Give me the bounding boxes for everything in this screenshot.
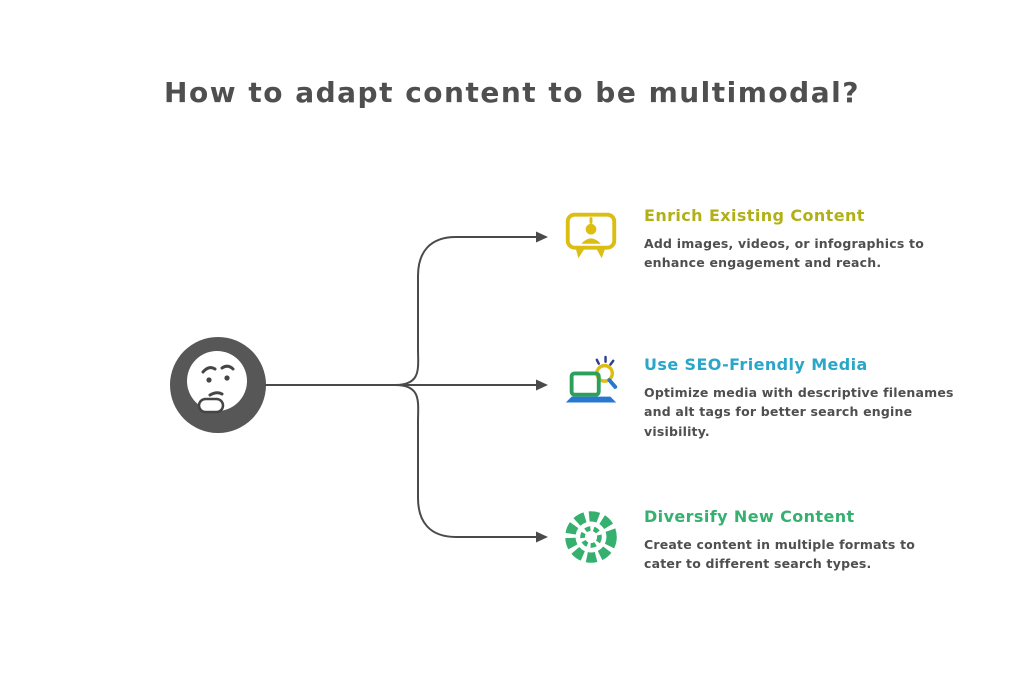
segmented-circle-icon — [565, 511, 617, 563]
text-block: Enrich Existing Content Add images, vide… — [644, 203, 954, 273]
arrowhead-middle — [536, 379, 548, 391]
list-item-use-seo-friendly-media: Use SEO-Friendly Media Optimize media wi… — [558, 352, 954, 441]
text-block: Use SEO-Friendly Media Optimize media wi… — [644, 352, 954, 441]
item-heading: Use SEO-Friendly Media — [644, 355, 868, 374]
arrowhead-bottom — [536, 531, 548, 543]
text-block: Diversify New Content Create content in … — [644, 504, 954, 574]
icon-box — [558, 504, 624, 570]
item-body: Optimize media with descriptive filename… — [644, 385, 954, 439]
arrowhead-top — [536, 231, 548, 243]
item-heading: Enrich Existing Content — [644, 206, 865, 225]
list-item-diversify-new-content: Diversify New Content Create content in … — [558, 504, 954, 574]
branch-arrows — [265, 231, 548, 543]
list-item-enrich-existing-content: Enrich Existing Content Add images, vide… — [558, 203, 954, 273]
item-body: Create content in multiple formats to ca… — [644, 537, 916, 572]
item-body: Add images, videos, or infographics to e… — [644, 236, 924, 271]
megaphone-person-icon — [565, 212, 617, 259]
icon-box — [558, 352, 624, 418]
page-title: How to adapt content to be multimodal? — [164, 76, 860, 109]
thinking-face-icon — [187, 351, 247, 414]
thinking-face-badge — [170, 337, 266, 433]
icon-box — [558, 203, 624, 269]
laptop-search-icon — [565, 355, 618, 403]
item-heading: Diversify New Content — [644, 507, 855, 526]
